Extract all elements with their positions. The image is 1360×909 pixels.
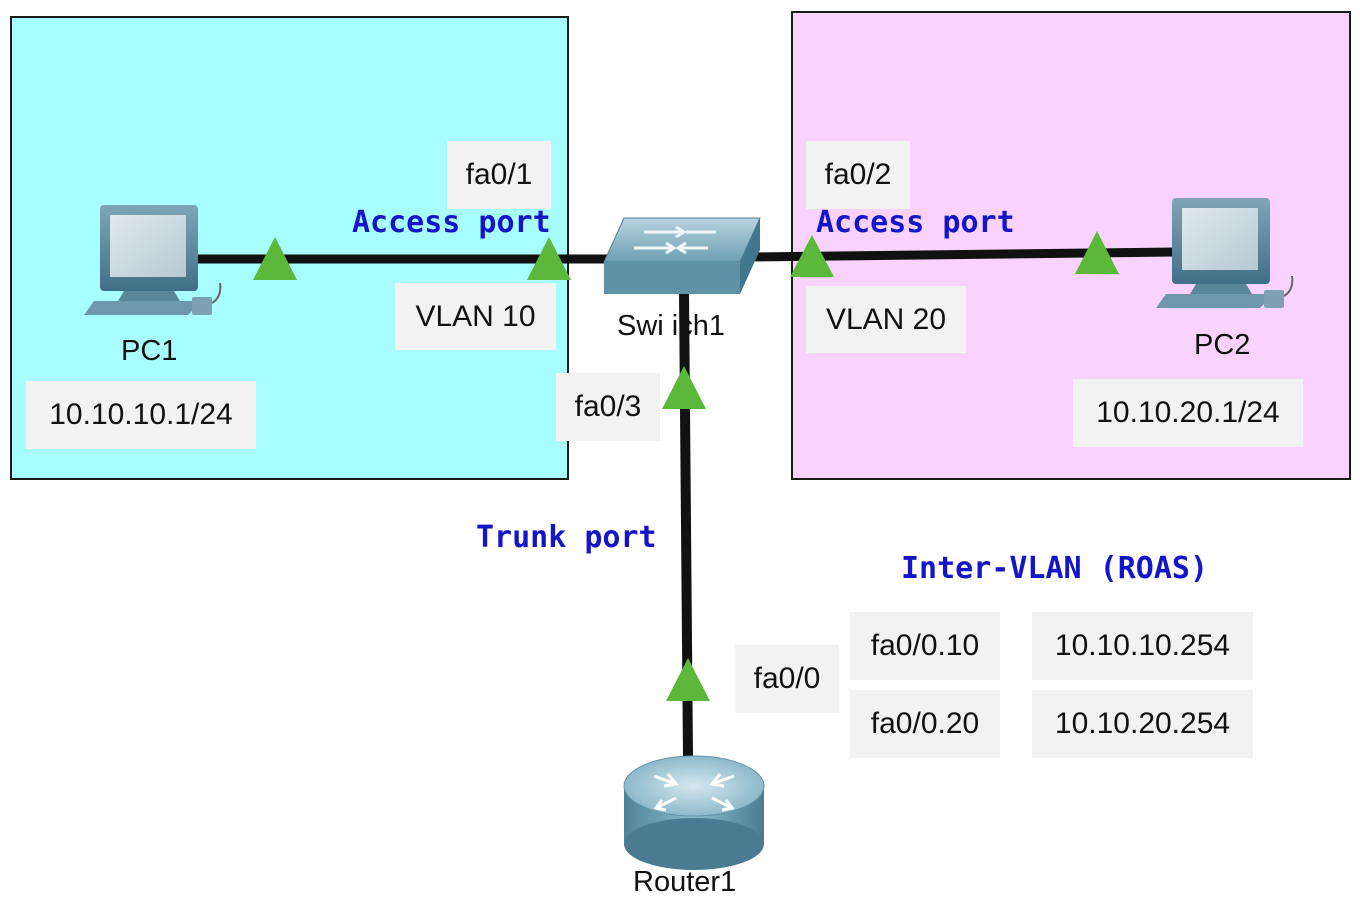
port-up-indicator bbox=[253, 237, 297, 280]
port-fa0-3: fa0/3 bbox=[556, 373, 660, 441]
router1-label: Router1 bbox=[633, 866, 737, 898]
left-access-port-label: Access port bbox=[352, 205, 551, 240]
roas-ip-2: 10.10.20.254 bbox=[1032, 690, 1253, 758]
port-fa0-2: fa0/2 bbox=[806, 141, 910, 209]
roas-subif-1: fa0/0.10 bbox=[850, 612, 1000, 680]
vlan10-tag: VLAN 10 bbox=[395, 283, 556, 350]
pc-icon[interactable] bbox=[1156, 198, 1294, 308]
trunk-port-label: Trunk port bbox=[476, 520, 657, 555]
vlan20-tag: VLAN 20 bbox=[806, 286, 966, 353]
port-up-indicator bbox=[1075, 231, 1119, 274]
switch-icon[interactable] bbox=[603, 217, 761, 294]
roas-subif-2: fa0/0.20 bbox=[850, 690, 1000, 758]
port-up-indicator bbox=[666, 658, 710, 701]
port-up-indicator bbox=[527, 237, 571, 280]
roas-ip-1: 10.10.10.254 bbox=[1032, 612, 1253, 680]
roas-title: Inter-VLAN (ROAS) bbox=[901, 551, 1209, 586]
router-icon[interactable] bbox=[623, 755, 765, 870]
switch1-label: Swi ich1 bbox=[617, 310, 725, 342]
port-up-indicator bbox=[790, 235, 834, 277]
port-up-indicator bbox=[662, 366, 706, 409]
pc2-label: PC2 bbox=[1194, 329, 1251, 361]
port-fa0-0: fa0/0 bbox=[735, 645, 839, 713]
pc-icon[interactable] bbox=[84, 205, 222, 315]
pc1-label: PC1 bbox=[121, 335, 178, 367]
right-access-port-label: Access port bbox=[816, 205, 1015, 240]
pc2-ip: 10.10.20.1/24 bbox=[1073, 379, 1303, 447]
pc1-ip: 10.10.10.1/24 bbox=[26, 381, 256, 449]
port-fa0-1: fa0/1 bbox=[447, 141, 551, 209]
